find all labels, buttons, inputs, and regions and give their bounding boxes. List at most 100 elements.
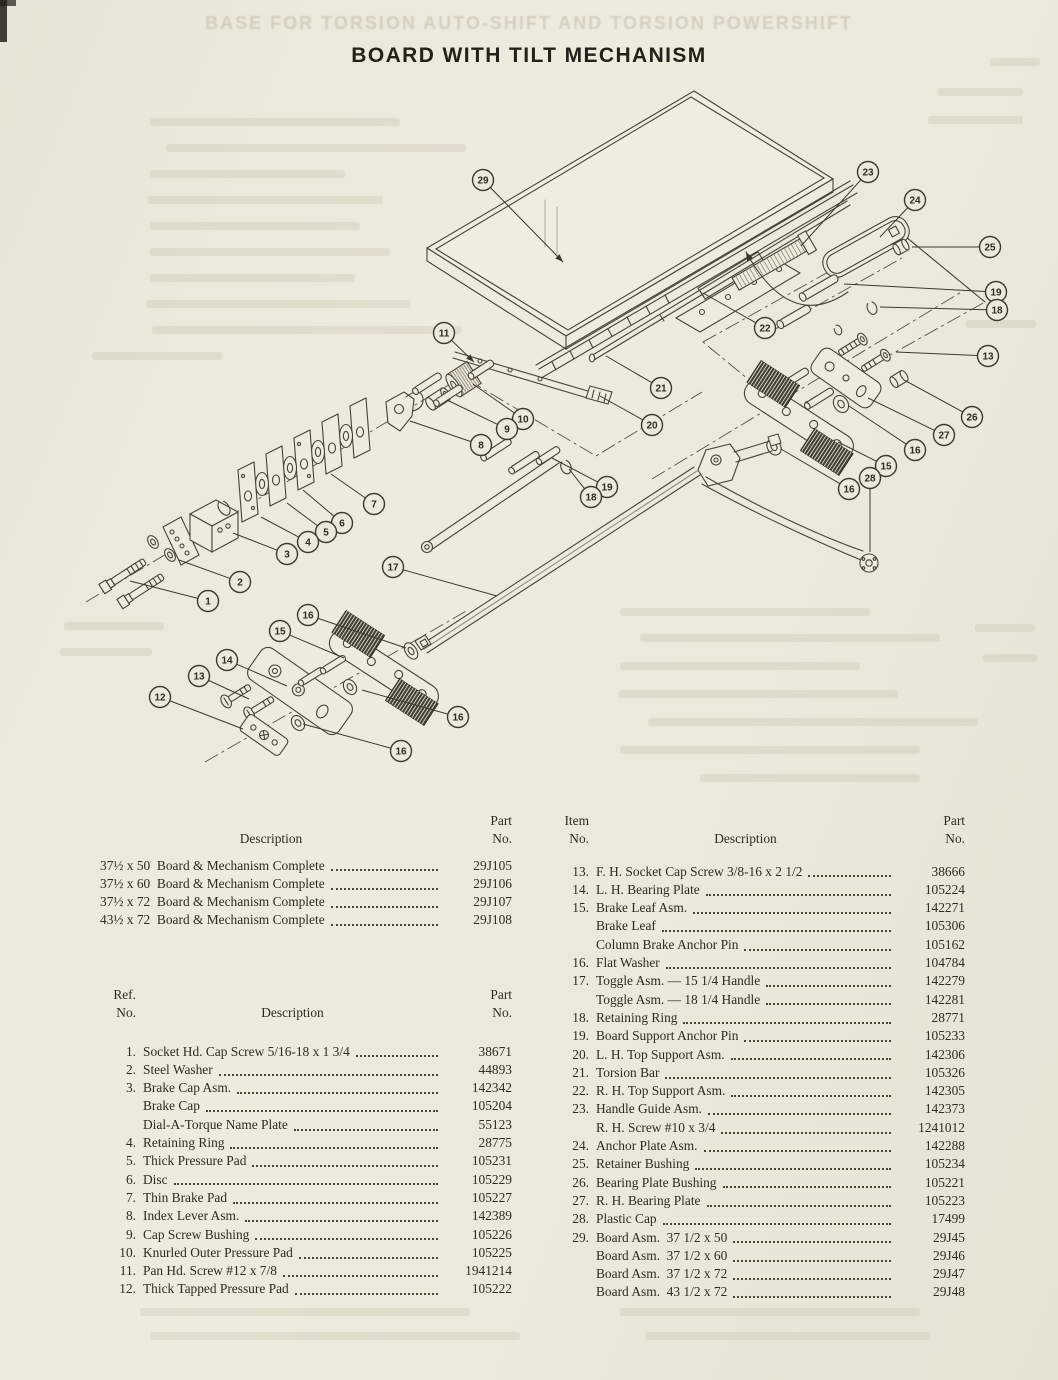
desc-cell: Column Brake Anchor Pin <box>596 936 739 952</box>
dot-leader <box>683 1009 891 1024</box>
retaining-ring-left <box>560 459 572 475</box>
part-cell: 29J108 <box>473 912 512 928</box>
dot-leader <box>282 1262 438 1277</box>
dot-leader <box>293 1116 438 1131</box>
callout-circle <box>215 648 239 672</box>
toggle-handle-lower <box>701 483 862 561</box>
ref-cell: 27. <box>572 1192 589 1208</box>
callout-15: 15 <box>268 619 345 659</box>
ref-cell <box>553 1247 596 1265</box>
callout-3: 3 <box>232 532 299 566</box>
dot-leader <box>733 1247 891 1262</box>
part-cell: 104784 <box>924 955 965 971</box>
part-cell: 105225 <box>471 1244 512 1260</box>
callout-circle <box>595 475 619 499</box>
part-cell: 29J45 <box>933 1229 965 1245</box>
part-cell: 105222 <box>471 1281 512 1297</box>
callout-circle <box>446 705 470 729</box>
callout-22: 22 <box>702 292 777 340</box>
leader-line <box>208 679 250 700</box>
callout-number: 9 <box>504 424 510 435</box>
leader-line <box>169 700 244 730</box>
desc-cell: Board Asm. 37 1/2 x 72 <box>596 1266 728 1282</box>
desc-cell: Brake Cap <box>143 1098 200 1114</box>
callout-29: 29 <box>471 168 564 263</box>
desc-cell: 37½ x 72 Board & Mechanism Complete <box>100 894 325 910</box>
ref-cell: 21. <box>572 1064 589 1080</box>
pan-head-screw-2 <box>432 384 463 407</box>
callout-number: 28 <box>864 473 876 484</box>
leader-line <box>905 380 964 413</box>
part-cell: 105227 <box>471 1189 512 1205</box>
retaining-ring-chain <box>217 500 231 516</box>
dot-leader <box>330 857 438 872</box>
desc-cell: Toggle Asm. — 18 1/4 Handle <box>596 991 761 1007</box>
callout-16: 16 <box>361 689 470 729</box>
leader-line <box>895 351 978 357</box>
part-cell: 105226 <box>471 1226 512 1242</box>
ghost-line <box>620 1308 920 1316</box>
desc-cell: Handle Guide Asm. <box>596 1101 702 1117</box>
anchor-plate <box>822 216 910 278</box>
ghost-line <box>150 1332 520 1340</box>
ref-cell <box>553 1265 596 1283</box>
col-header-description: Description <box>261 1005 324 1021</box>
callout-circle <box>362 492 386 516</box>
dot-leader <box>330 911 438 927</box>
col-header-description: Description <box>714 831 777 847</box>
pan-head-screw-1 <box>411 372 442 395</box>
desc-cell: Disc <box>143 1171 168 1187</box>
anchor-pin-left-2 <box>319 654 347 675</box>
dot-leader <box>705 881 891 896</box>
dot-leader <box>661 917 891 933</box>
ghost-line <box>640 634 940 642</box>
leader-line <box>843 283 986 292</box>
axis-line-chain <box>85 364 483 603</box>
callout-circle <box>753 316 777 340</box>
part-cell: 142306 <box>924 1046 965 1062</box>
callout-28: 28 <box>858 466 882 552</box>
callout-4: 4 <box>260 516 320 554</box>
callout-10: 10 <box>472 383 535 431</box>
ghost-line <box>990 58 1040 66</box>
toggle-shaft <box>414 466 701 654</box>
callout-23: 23 <box>800 160 880 247</box>
anchor-plate-small <box>239 714 289 756</box>
handle-swing-arc <box>745 251 849 306</box>
ghost-line <box>148 196 383 204</box>
steel-washer-2 <box>164 548 176 562</box>
callout-number: 21 <box>655 383 667 394</box>
ref-cell: 17. <box>572 973 589 989</box>
part-cell: 142342 <box>471 1080 512 1096</box>
retainer-bushing <box>892 238 910 256</box>
ref-cell: 23. <box>572 1101 589 1117</box>
callout-number: 26 <box>966 412 978 423</box>
col-header-item-no: No. <box>569 831 589 847</box>
desc-cell: R. H. Screw #10 x 3/4 <box>596 1119 716 1135</box>
ref-cell <box>553 991 596 1009</box>
ghost-line <box>620 662 860 670</box>
desc-cell: Flat Washer <box>596 955 660 971</box>
callout-number: 15 <box>274 626 286 637</box>
desc-cell: Knurled Outer Pressure Pad <box>143 1244 293 1260</box>
leader-line <box>780 448 841 485</box>
ghost-line <box>146 300 411 308</box>
callout-circle <box>314 520 338 544</box>
dot-leader <box>730 1046 891 1061</box>
callout-circle <box>903 188 927 212</box>
ghost-line <box>150 274 355 282</box>
leader-line <box>232 532 278 551</box>
